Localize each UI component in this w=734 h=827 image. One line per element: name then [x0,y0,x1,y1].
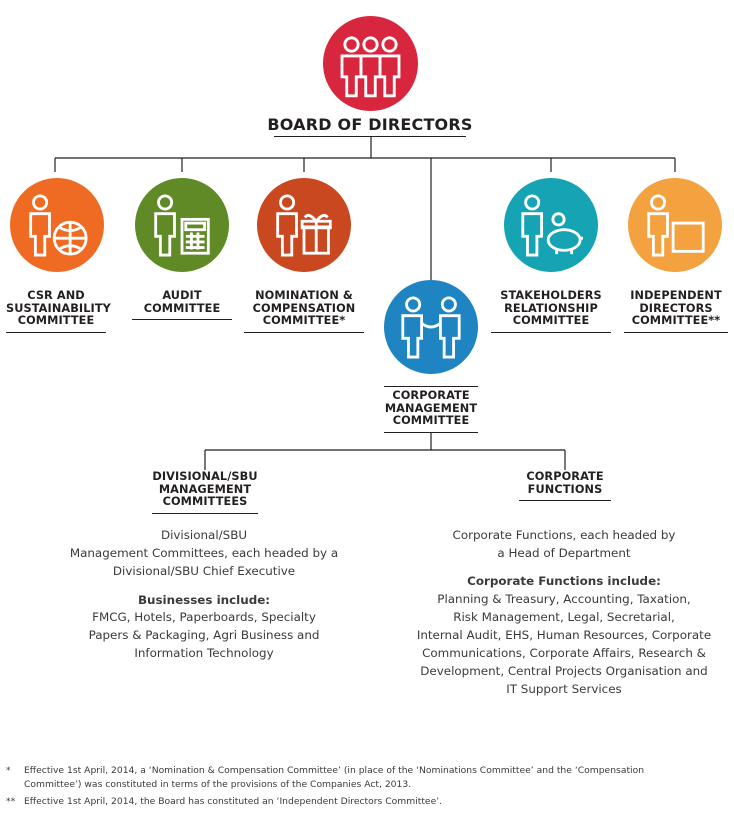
person-calculator-icon [135,178,229,272]
handshake-icon [384,280,478,374]
committee-label-independent: INDEPENDENT DIRECTORS COMMITTEE** [624,289,728,333]
board-title: BOARD OF DIRECTORS [230,115,510,137]
corporate-functions-label: CORPORATE FUNCTIONS [519,470,611,501]
person-globe-icon [10,178,104,272]
committee-label-stakeholders: STAKEHOLDERS RELATIONSHIP COMMITTEE [491,289,611,333]
cmc-label: CORPORATE MANAGEMENT COMMITTEE [384,386,478,433]
footnote-independent: **Effective 1st April, 2014, the Board h… [6,796,443,807]
corporate-list: Planning & Treasury, Accounting, Taxatio… [416,592,712,696]
person-gift-icon [257,178,351,272]
divisional-list-heading: Businesses include: [137,593,271,607]
committee-label-audit: AUDIT COMMITTEE [132,289,232,320]
three-people-icon [323,16,418,111]
person-piggy-bank-icon [504,178,598,272]
corporate-list-heading: Corporate Functions include: [467,574,661,588]
committee-label-csr: CSR AND SUSTAINABILITY COMMITTEE [6,289,111,333]
divisional-label: DIVISIONAL/SBU MANAGEMENT COMMITTEES [152,470,258,514]
divisional-description: Divisional/SBU Management Committees, ea… [69,528,339,578]
footnote-nomination: *Effective 1st April, 2014, a ‘Nominatio… [6,765,645,790]
corporate-description: Corporate Functions, each headed by a He… [452,528,676,560]
person-board-icon [628,178,722,272]
divisional-list: FMCG, Hotels, Paperboards, Specialty Pap… [88,610,320,660]
committee-label-nomination: NOMINATION & COMPENSATION COMMITTEE* [244,289,364,333]
